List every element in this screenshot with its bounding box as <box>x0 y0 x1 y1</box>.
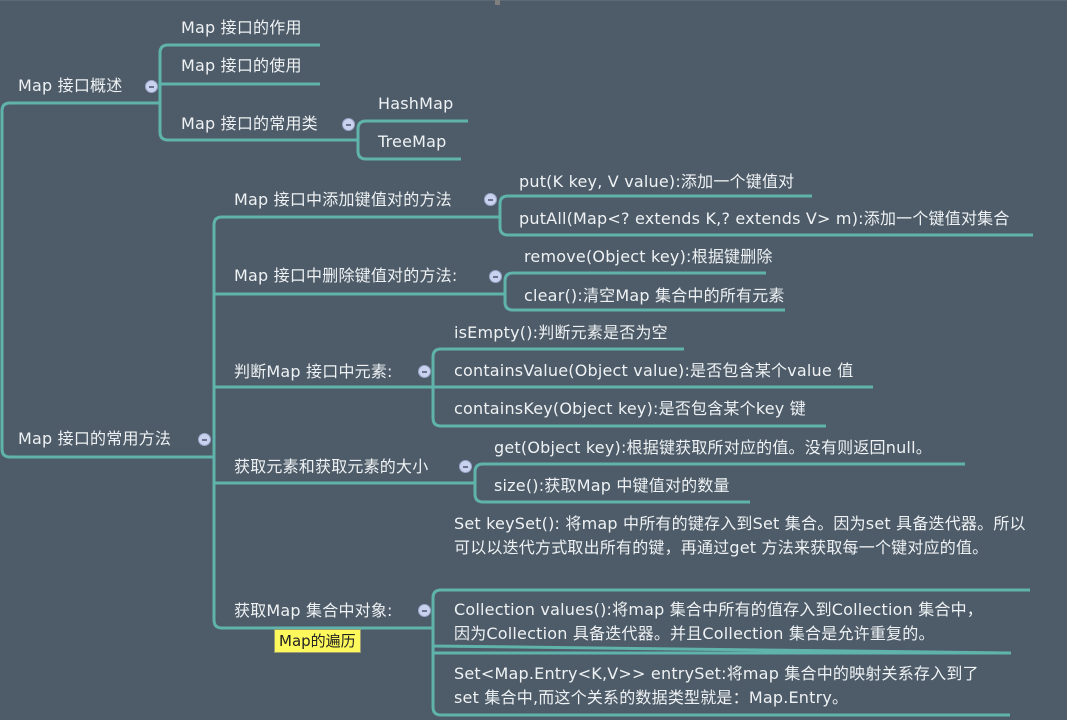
topic-treemap[interactable]: TreeMap <box>378 132 447 151</box>
topic-map-usage[interactable]: Map 接口的使用 <box>181 56 302 75</box>
collapse-icon[interactable] <box>484 193 497 206</box>
topic-get-map-objects[interactable]: 获取Map 集合中对象: <box>234 601 393 620</box>
topic-hashmap[interactable]: HashMap <box>378 94 454 113</box>
topic-judge-elements[interactable]: 判断Map 接口中元素: <box>234 362 393 381</box>
collapse-icon[interactable] <box>342 118 355 131</box>
topic-values[interactable]: Collection values():将map 集合中所有的值存入到Colle… <box>454 600 984 643</box>
topic-get-elements[interactable]: 获取元素和获取元素的大小 <box>234 457 429 476</box>
topic-map-purpose[interactable]: Map 接口的作用 <box>181 18 302 37</box>
topic-keyset[interactable]: Set keySet(): 将map 中所有的键存入到Set 集合。因为set … <box>454 514 1026 557</box>
collapse-icon[interactable] <box>418 365 431 378</box>
topic-entryset[interactable]: Set<Map.Entry<K,V>> entrySet:将map 集合中的映射… <box>454 664 979 707</box>
branch-map-methods[interactable]: Map 接口的常用方法 <box>18 429 172 448</box>
collapse-icon[interactable] <box>489 270 502 283</box>
topic-put[interactable]: put(K key, V value):添加一个键值对 <box>519 172 795 191</box>
topic-containsvalue[interactable]: containsValue(Object value):是否包含某个value … <box>454 361 854 380</box>
collapse-icon[interactable] <box>459 460 472 473</box>
topic-containskey[interactable]: containsKey(Object key):是否包含某个key 键 <box>454 399 806 418</box>
topic-map-classes[interactable]: Map 接口的常用类 <box>181 114 318 133</box>
topic-remove[interactable]: remove(Object key):根据键删除 <box>524 247 773 266</box>
topic-putall[interactable]: putAll(Map<? extends K,? extends V> m):添… <box>519 209 1010 228</box>
collapse-icon[interactable] <box>145 80 158 93</box>
topic-delete-methods[interactable]: Map 接口中删除键值对的方法: <box>234 266 458 285</box>
branch-map-overview[interactable]: Map 接口概述 <box>18 76 123 95</box>
collapse-icon[interactable] <box>198 433 211 446</box>
note-label[interactable]: Map的遍历 <box>274 629 361 653</box>
topic-get[interactable]: get(Object key):根据键获取所对应的值。没有则返回null。 <box>494 438 932 457</box>
topic-clear[interactable]: clear():清空Map 集合中的所有元素 <box>524 286 785 305</box>
canvas-marker <box>495 0 500 5</box>
collapse-icon[interactable] <box>418 604 431 617</box>
topic-size[interactable]: size():获取Map 中键值对的数量 <box>494 476 730 495</box>
topic-isempty[interactable]: isEmpty():判断元素是否为空 <box>454 323 668 342</box>
topic-add-methods[interactable]: Map 接口中添加键值对的方法 <box>234 190 452 209</box>
canvas-top-border <box>0 0 1067 1</box>
